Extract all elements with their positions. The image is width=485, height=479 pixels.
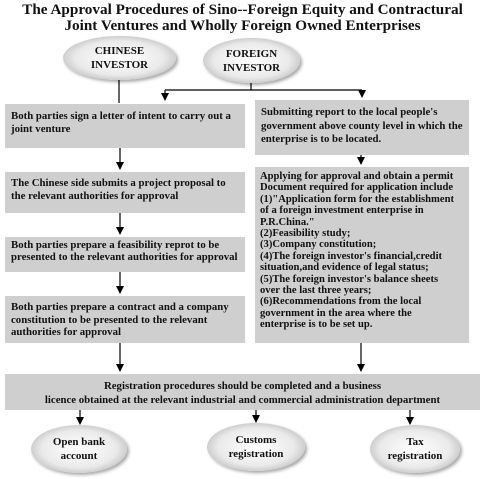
document-item-5: (5)The foreign investor's balance sheets…: [260, 273, 439, 297]
document-item-6: (6)Recommendations from the local govern…: [260, 296, 422, 331]
tax-registration-node: Tax registration: [370, 425, 460, 473]
left-step-contract-constitution: Both parties prepare a contract and a co…: [5, 296, 245, 343]
document-item-4: (4)The foreign investor's financial,cred…: [260, 250, 443, 274]
left-step-letter-of-intent: Both parties sign a letter of intent to …: [5, 104, 245, 148]
right-step-apply-permit: Applying for approval and obtain a permi…: [255, 167, 469, 343]
registration-step: Registration procedures should be comple…: [5, 374, 480, 410]
apply-intro: Applying for approval and obtain a permi…: [260, 171, 454, 194]
foreign-investor-node: FOREIGN INVESTOR: [203, 38, 300, 83]
registration-line-2: licence obtained at the relevant industr…: [44, 394, 441, 406]
left-step-project-proposal: The Chinese side submits a project propo…: [5, 172, 245, 213]
document-item-1: (1)"Application form for the establishme…: [260, 193, 455, 228]
left-step-feasibility-report: Both parties prepare a feasibility repro…: [5, 237, 245, 272]
chinese-investor-node: CHINESE INVESTOR: [63, 36, 176, 80]
right-step-submit-report: Submitting report to the local people's …: [255, 100, 469, 155]
title-line-2: Joint Ventures and Wholly Foreign Owned …: [64, 17, 421, 34]
open-bank-account-node: Open bank account: [31, 425, 127, 473]
customs-registration-node: Customs registration: [207, 423, 305, 471]
title-line-1: The Approval Procedures of Sino--Foreign…: [22, 1, 463, 18]
registration-line-1: Registration procedures should be comple…: [103, 380, 382, 392]
diagram-title: The Approval Procedures of Sino--Foreign…: [0, 2, 485, 34]
document-item-3: (3)Company constitution;: [260, 239, 377, 251]
document-item-2: (2)Feasibility study;: [260, 228, 351, 240]
